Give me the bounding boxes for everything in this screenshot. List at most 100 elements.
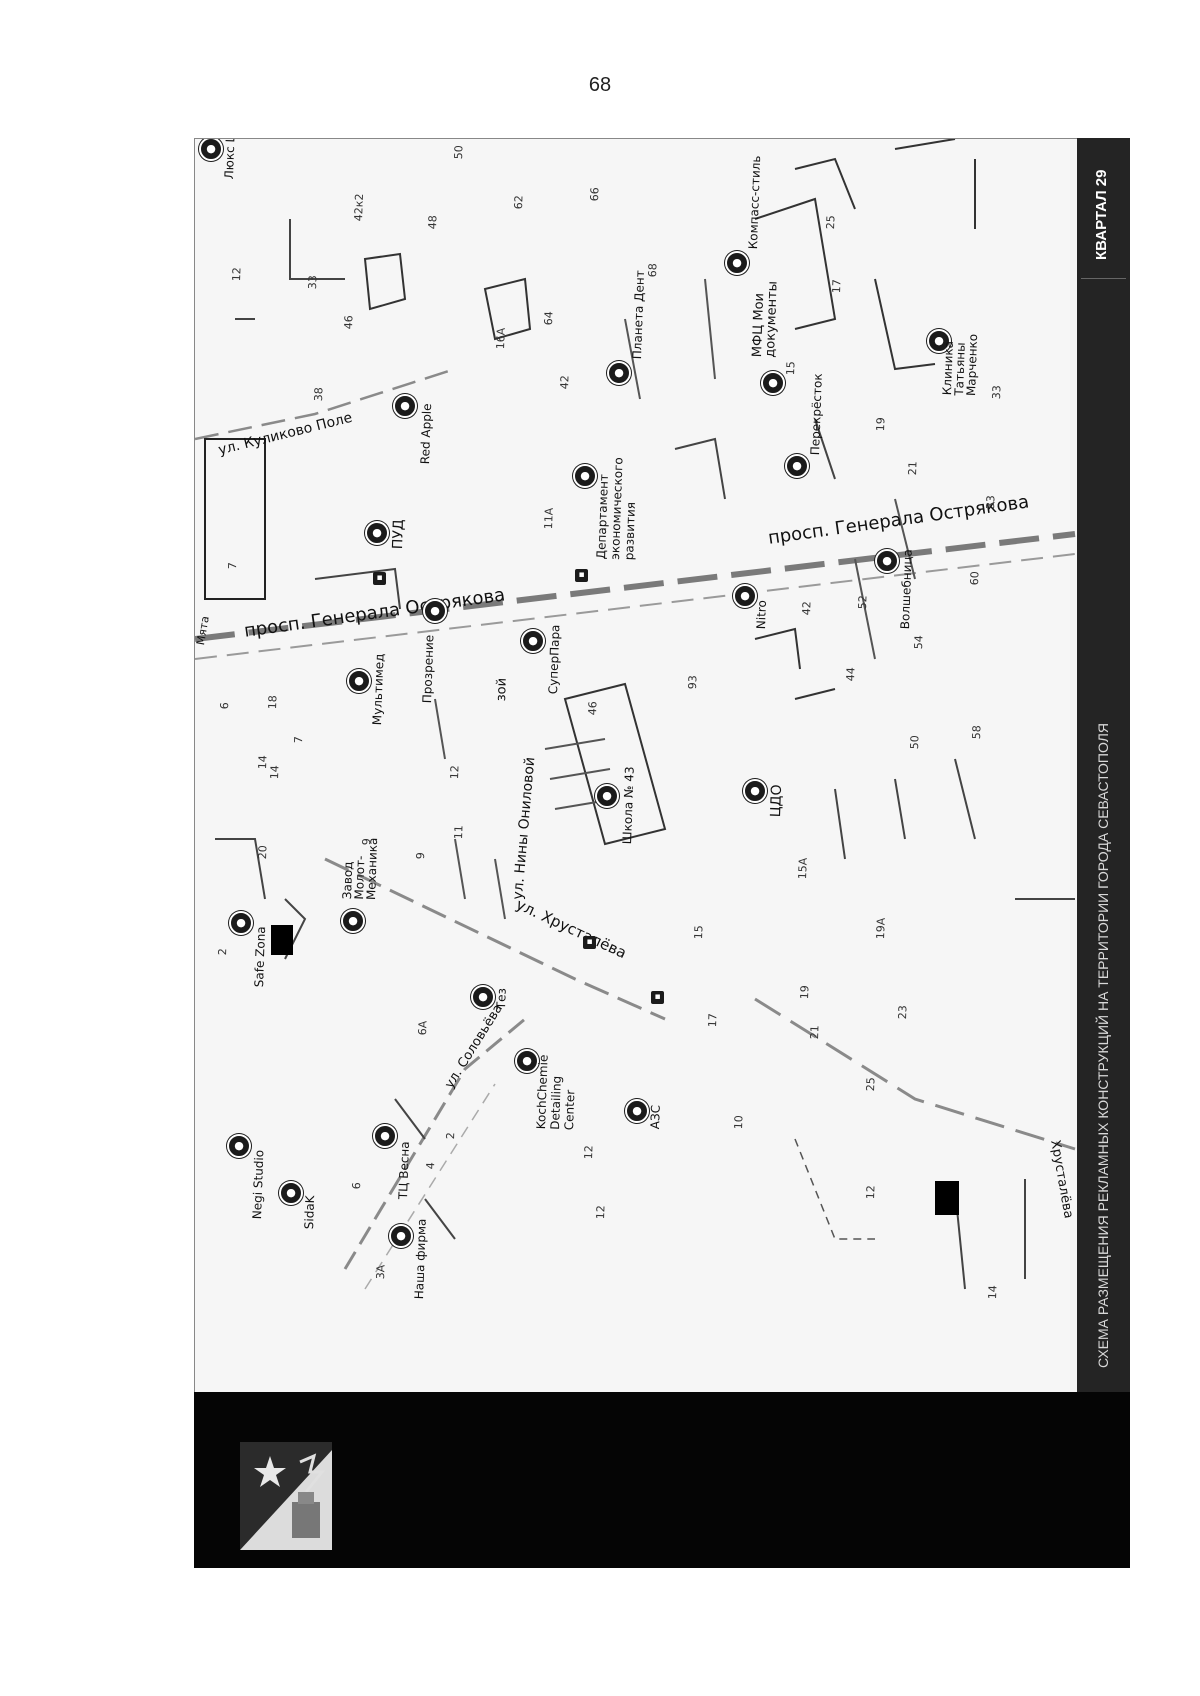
circle-pin-icon[interactable]: ● <box>761 371 785 395</box>
house-number: 6А <box>416 1020 430 1036</box>
poi-label-pud: ПУД <box>390 518 408 550</box>
circle-pin-icon[interactable]: ● <box>347 669 371 693</box>
poi-label-cdo: ЦДО <box>768 784 786 818</box>
circle-pin-icon[interactable]: ● <box>373 1124 397 1148</box>
house-number: 2 <box>444 1131 458 1140</box>
circle-pin-icon[interactable]: ● <box>875 549 899 573</box>
poi-label-perekrestok: Перекрёсток <box>808 373 825 456</box>
poi-label-school-43: Школа № 43 <box>620 766 637 845</box>
house-number: 7 <box>292 735 306 744</box>
house-number: 58 <box>970 724 984 740</box>
circle-pin-icon[interactable]: ● <box>199 139 223 161</box>
house-number: 11А <box>542 507 556 530</box>
house-number: 19 <box>798 984 812 1000</box>
poi-label-klinika: Клиника Татьяны Марченко <box>940 333 981 397</box>
circle-pin-icon[interactable]: ● <box>607 361 631 385</box>
poi-label-nitro: Nitro <box>754 599 770 630</box>
house-number: 23 <box>896 1004 910 1020</box>
poi-label-azs: АЗС <box>648 1104 663 1130</box>
house-number: 11 <box>452 824 466 840</box>
house-number: 15А <box>796 857 810 880</box>
sevastopol-coat-of-arms-icon <box>240 1442 332 1550</box>
poi-label-negi-studio: Negi Studio <box>250 1149 267 1220</box>
circle-pin-icon[interactable]: ● <box>365 521 389 545</box>
house-number: 25 <box>824 214 838 230</box>
poi-label-tc-vesna: ТЦ Весна <box>396 1141 413 1200</box>
circle-pin-icon[interactable]: ● <box>393 394 417 418</box>
house-number: 20 <box>256 844 270 860</box>
poi-label-prozrenie: Прозрение <box>420 634 437 704</box>
circle-pin-icon[interactable]: ● <box>733 584 757 608</box>
house-number: 50 <box>908 734 922 750</box>
circle-pin-icon[interactable]: ● <box>471 985 495 1009</box>
house-number: 48 <box>426 214 440 230</box>
house-number: 44 <box>844 666 858 682</box>
house-number: 6 <box>350 1181 364 1190</box>
house-number: 33 <box>306 274 320 290</box>
house-number: 46 <box>586 700 600 716</box>
circle-pin-icon[interactable]: ● <box>625 1099 649 1123</box>
circle-pin-icon[interactable]: ● <box>229 911 253 935</box>
circle-pin-icon[interactable]: ● <box>515 1049 539 1073</box>
house-number: 2 <box>216 947 230 956</box>
house-number: 33 <box>990 384 1004 400</box>
bus-stop-icon[interactable]: ▪ <box>583 936 596 949</box>
side-band-caption: СХЕМА РАЗМЕЩЕНИЯ РЕКЛАМНЫХ КОНСТРУКЦИЙ Н… <box>1095 723 1111 1368</box>
house-number: 46 <box>342 314 356 330</box>
poi-label-multimed: Мультимед <box>370 653 387 726</box>
house-number: 14 <box>256 754 270 770</box>
circle-pin-icon[interactable]: ● <box>423 599 447 623</box>
house-number: 52 <box>856 594 870 610</box>
billboard-marker-icon[interactable] <box>935 1181 959 1215</box>
poi-label-departament: Департамент экономического развития <box>594 456 638 561</box>
house-number: 15 <box>692 924 706 940</box>
house-number: 33 <box>984 494 998 510</box>
house-number: 38 <box>312 386 326 402</box>
bus-stop-icon[interactable]: ▪ <box>651 991 664 1004</box>
billboard-marker-icon[interactable] <box>271 925 293 955</box>
poi-label-safe-zona: Safe Zona <box>252 926 269 988</box>
house-number: 18 <box>266 694 280 710</box>
house-number: 4 <box>424 1161 438 1170</box>
poi-label-lux: Люкс Ш <box>222 138 238 180</box>
house-number: 6 <box>218 701 232 710</box>
poi-label-planeta-dent: Планета Дент <box>630 269 648 360</box>
house-number: 16А <box>494 327 508 350</box>
house-number: 93 <box>686 674 700 690</box>
house-number: 14 <box>268 764 282 780</box>
house-number: 62 <box>512 194 526 210</box>
house-number: 60 <box>968 570 982 586</box>
house-number: 42 <box>558 374 572 390</box>
circle-pin-icon[interactable]: ● <box>227 1134 251 1158</box>
side-caption-band: КВАРТАЛ 29 СХЕМА РАЗМЕЩЕНИЯ РЕКЛАМНЫХ КО… <box>1077 138 1130 1392</box>
house-number: 42 <box>800 600 814 616</box>
circle-pin-icon[interactable]: ● <box>341 909 365 933</box>
house-number: 3А <box>374 1264 388 1280</box>
house-number: 19 <box>874 416 888 432</box>
poi-label-mfc: МФЦ Мои документы <box>750 280 781 358</box>
circle-pin-icon[interactable]: ● <box>595 784 619 808</box>
house-number: 54 <box>912 634 926 650</box>
house-number: 10 <box>732 1114 746 1130</box>
poi-label-kochchemie: KochChemie Detailing Center <box>534 1054 577 1131</box>
map-area[interactable]: ул. Куликово Поле просп. Генерала Остряк… <box>194 138 1100 1394</box>
circle-pin-icon[interactable]: ● <box>521 629 545 653</box>
house-number: 9 <box>414 851 428 860</box>
circle-pin-icon[interactable]: ● <box>389 1224 413 1248</box>
poi-label-tez: Тез <box>494 987 509 1010</box>
house-number: 17 <box>830 278 844 294</box>
circle-pin-icon[interactable]: ● <box>279 1181 303 1205</box>
circle-pin-icon[interactable]: ● <box>927 329 951 353</box>
bus-stop-icon[interactable]: ▪ <box>575 569 588 582</box>
poi-label-red-apple: Red Apple <box>418 403 435 465</box>
circle-pin-icon[interactable]: ● <box>785 454 809 478</box>
bus-stop-icon[interactable]: ▪ <box>373 572 386 585</box>
house-number: 7 <box>226 561 240 570</box>
circle-pin-icon[interactable]: ● <box>743 779 767 803</box>
circle-pin-icon[interactable]: ● <box>573 464 597 488</box>
house-number: 12 <box>448 764 462 780</box>
circle-pin-icon[interactable]: ● <box>725 251 749 275</box>
house-number: 25 <box>864 1076 878 1092</box>
house-number: 42к2 <box>352 193 366 222</box>
map-road-network <box>195 139 1076 1290</box>
